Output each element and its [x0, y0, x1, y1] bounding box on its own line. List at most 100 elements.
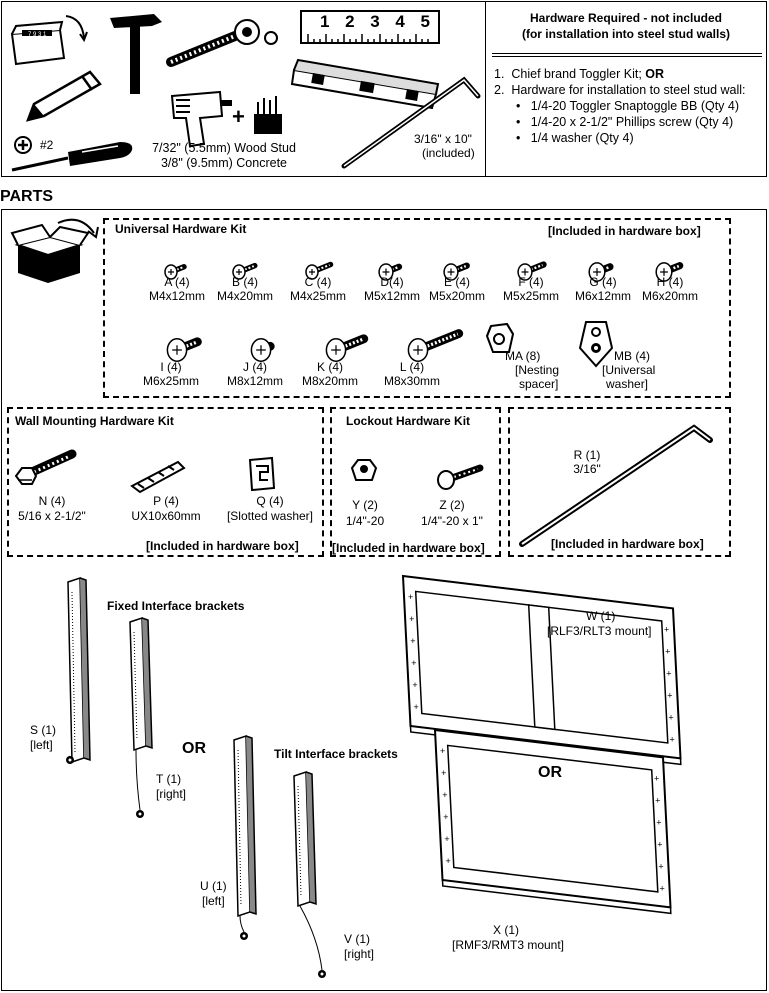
toolbox-icon: 7 9 3 1 — [10, 15, 88, 66]
ruler-number: 2 — [345, 12, 355, 31]
svg-text:+: + — [666, 668, 671, 678]
list-text: Hardware for installation to steel stud … — [511, 83, 746, 97]
hardware-required-panel — [485, 1, 767, 177]
screw-size-label: M4x20mm — [216, 289, 273, 303]
svg-text:+: + — [441, 768, 446, 778]
screw-size-label: M8x20mm — [301, 374, 358, 388]
screw-size-label: M6x20mm — [641, 289, 698, 303]
svg-text:+: + — [411, 658, 416, 668]
allen-wrench-label: 3/16" x 10" — [414, 132, 472, 146]
screw-id-label: G (4) — [589, 275, 617, 289]
hardware-list: 1. Chief brand Toggler Kit; OR 2. Hardwa… — [494, 66, 746, 146]
svg-text:+: + — [654, 773, 659, 783]
interface-bracket — [129, 616, 153, 818]
wall-mount-frame: ++++++++++++ — [401, 574, 682, 766]
screw-icon — [232, 262, 258, 280]
part-s-desc: [left] — [30, 738, 53, 752]
drill-bit-concrete: 3/8" (9.5mm) Concrete — [160, 156, 287, 170]
ruler-number: 5 — [420, 12, 430, 31]
interface-bracket — [66, 576, 91, 764]
ruler-number: 3 — [370, 12, 380, 31]
screw-id-label: A (4) — [164, 275, 190, 289]
bullet-text: 1/4 washer (Qty 4) — [530, 131, 634, 145]
svg-text:+: + — [658, 861, 663, 871]
title-divider — [492, 53, 762, 54]
lockout-kit-note: [Included in hardware box] — [332, 541, 485, 555]
svg-text:+: + — [412, 680, 417, 690]
parts-title: PARTS — [0, 188, 54, 205]
screw-id-label: H (4) — [656, 275, 684, 289]
screw-icon — [166, 337, 202, 362]
part-r-desc: 3/16" — [573, 462, 601, 476]
list-item: 1. Chief brand Toggler Kit; OR — [494, 66, 746, 82]
part-p-label: P (4) — [153, 494, 179, 508]
hardware-required-title: Hardware Required - not included — [529, 11, 723, 25]
svg-text:+: + — [408, 592, 413, 602]
part-x-desc: [RMF3/RMT3 mount] — [452, 938, 565, 952]
part-t-desc: [right] — [156, 787, 187, 801]
screw-size-label: M6x25mm — [142, 374, 199, 388]
allen-key-note: [Included in hardware box] — [551, 537, 704, 551]
part-z-desc: 1/4"-20 x 1" — [421, 514, 483, 528]
svg-text:+: + — [440, 746, 445, 756]
screwdriver-icon — [11, 142, 133, 172]
wall-mounts-drawing: ++++++++++++++++++++++++ — [401, 574, 682, 915]
part-mb-desc: [Universal — [602, 363, 656, 377]
svg-text:+: + — [657, 839, 662, 849]
svg-text:+: + — [414, 702, 419, 712]
lockout-screw-icon — [437, 464, 484, 490]
wall-kit-box — [7, 407, 324, 557]
ruler-ticks — [307, 34, 429, 44]
screw-size-label: M4x12mm — [148, 289, 205, 303]
parts-panel — [1, 209, 767, 991]
screw-id-label: I (4) — [160, 360, 182, 374]
screw-icon — [588, 262, 614, 282]
mounts-or: OR — [538, 764, 562, 781]
part-x-label: X (1) — [493, 923, 520, 937]
list-number: 1. — [494, 67, 505, 81]
universal-kit-box — [103, 218, 731, 398]
plus-sign: + — [232, 104, 245, 129]
part-ma-desc: [Nesting — [515, 363, 560, 377]
svg-text:+: + — [665, 646, 670, 656]
svg-text:+: + — [446, 856, 451, 866]
title-divider — [492, 56, 762, 57]
allen-key-box — [508, 407, 731, 557]
svg-text:+: + — [664, 624, 669, 634]
svg-text:+: + — [444, 834, 449, 844]
wall-kit-title: Wall Mounting Hardware Kit — [15, 414, 174, 428]
list-text: Chief brand Toggler Kit; — [511, 67, 646, 81]
interface-bracket — [293, 770, 326, 978]
part-w-label: W (1) — [586, 609, 616, 623]
part-ma-desc: spacer] — [519, 377, 559, 391]
hammer-icon — [110, 14, 162, 94]
screw-size-label: M5x12mm — [363, 289, 420, 303]
screw-size-label: M8x30mm — [383, 374, 440, 388]
open-box-icon — [10, 218, 99, 283]
screw-icon — [325, 334, 369, 362]
list-number: 2. — [494, 83, 505, 97]
interface-brackets-drawing — [66, 576, 326, 978]
part-n-desc: 5/16 x 2-1/2" — [18, 509, 86, 523]
part-r-label: R (1) — [573, 448, 601, 462]
screw-size-label: M8x12mm — [226, 374, 283, 388]
svg-text:7 9 3 1: 7 9 3 1 — [28, 32, 47, 38]
svg-text:+: + — [443, 812, 448, 822]
drill-icon — [170, 90, 232, 148]
list-item: 2. Hardware for installation to steel st… — [494, 82, 746, 98]
list-bullet: • 1/4 washer (Qty 4) — [516, 131, 634, 145]
anchor-icon — [130, 460, 186, 494]
hex-bolt-icon — [14, 449, 77, 485]
part-n-label: N (4) — [38, 494, 66, 508]
brackets-or: OR — [182, 740, 206, 757]
lockout-kit-title: Lockout Hardware Kit — [346, 414, 471, 428]
part-u-desc: [left] — [202, 894, 225, 908]
svg-text:+: + — [442, 790, 447, 800]
screwdriver-size: #2 — [40, 138, 54, 152]
allen-wrench-sub: (included) — [422, 146, 475, 160]
interface-bracket — [233, 734, 257, 940]
svg-text:+: + — [667, 690, 672, 700]
ruler-number: 4 — [395, 12, 405, 31]
drill-bits-icon — [254, 96, 282, 134]
part-q-desc: [Slotted washer] — [226, 509, 314, 523]
